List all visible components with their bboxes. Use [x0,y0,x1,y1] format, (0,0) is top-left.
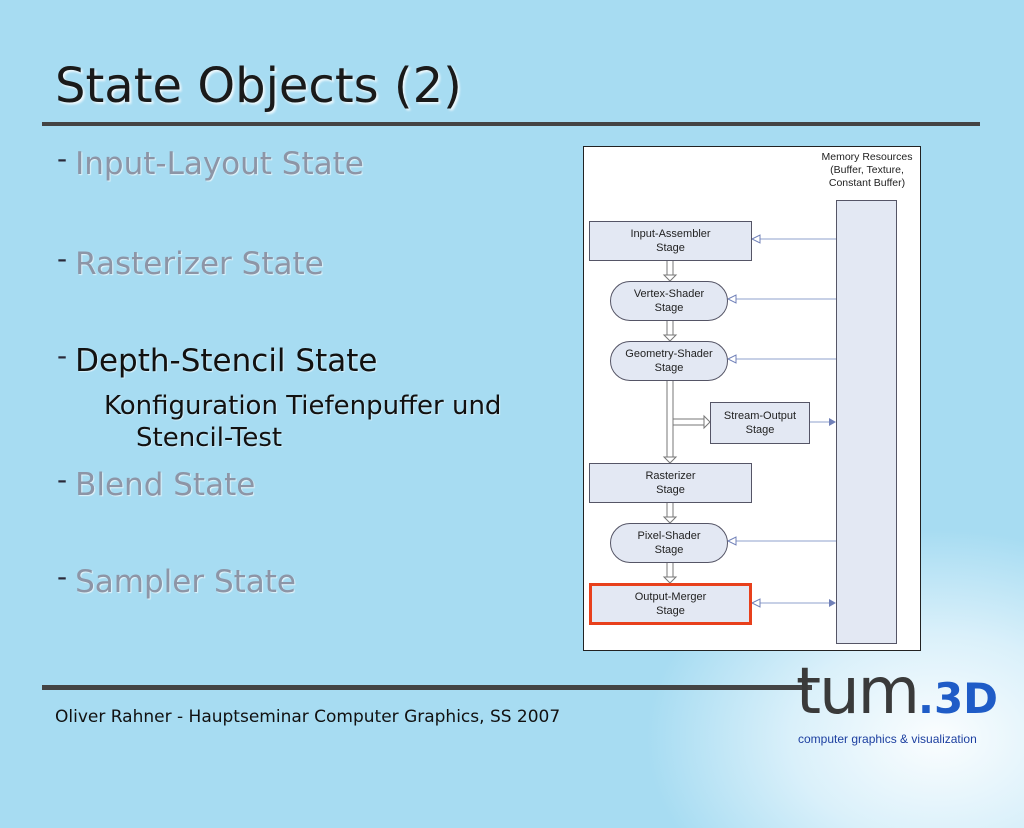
logo-3d: .3D [918,674,999,723]
logo-wordmark: tum.3D [796,660,998,731]
memory-label-line3: Constant Buffer) [828,177,906,189]
stage-suffix: Stage [745,424,775,436]
stage-suffix: Stage [656,605,685,617]
pixel-shader-stage: Pixel-Shader Stage [610,523,728,563]
stage-name: Geometry-Shader [625,348,713,360]
memory-resources-column [836,200,897,644]
rasterizer-stage: Rasterizer Stage [589,463,752,503]
title-divider [42,122,980,126]
stage-suffix: Stage [654,544,684,556]
geometry-shader-stage: Geometry-Shader Stage [610,341,728,381]
bullet-marker: - [57,560,68,593]
bullet-marker: - [57,463,68,496]
bullet-marker: - [57,242,68,275]
slide-title: State Objects (2) [55,58,462,114]
stage-suffix: Stage [654,302,684,314]
bullet-marker: - [57,339,68,372]
bullet-blend: -Blend State [57,463,256,503]
footer-divider [42,685,812,690]
pipeline-diagram: Memory Resources (Buffer, Texture, Const… [583,146,921,651]
stage-suffix: Stage [654,362,684,374]
stage-name: Vertex-Shader [633,288,705,300]
stage-name: Stream-Output [723,410,797,422]
depth-stencil-description: Konfiguration Tiefenpuffer und Stencil-T… [104,391,502,453]
input-assembler-stage: Input-Assembler Stage [589,221,752,261]
stage-name: Rasterizer [645,470,696,482]
bullet-label: Sampler State [75,564,296,600]
stage-name: Input-Assembler [630,228,711,240]
tum3d-logo: tum.3D computer graphics & visualization [796,660,998,750]
vertex-shader-stage: Vertex-Shader Stage [610,281,728,321]
bullet-label: Rasterizer State [75,246,324,282]
pipeline-arrows [662,234,836,608]
bullet-rasterizer: -Rasterizer State [57,242,324,282]
bullet-input-layout: -Input-Layout State [57,142,364,182]
stage-name: Output-Merger [634,591,707,603]
memory-label-line2: (Buffer, Texture, [830,164,904,176]
bullet-label: Blend State [75,467,256,503]
bullet-marker: - [57,142,68,175]
bullet-label: Depth-Stencil State [75,343,378,379]
logo-tagline: computer graphics & visualization [798,732,977,746]
stream-output-stage: Stream-Output Stage [710,402,810,444]
footer-text: Oliver Rahner - Hauptseminar Computer Gr… [55,707,561,727]
stage-name: Pixel-Shader [637,530,701,542]
memory-label-line1: Memory Resources [821,151,913,163]
stage-suffix: Stage [656,242,685,254]
memory-resources-label: Memory Resources (Buffer, Texture, Const… [812,151,922,190]
bullet-label: Input-Layout State [75,146,364,182]
stage-suffix: Stage [656,484,685,496]
bullet-sampler: -Sampler State [57,560,296,600]
logo-tum: tum [796,655,920,729]
bullet-depth-stencil: -Depth-Stencil State [57,339,378,379]
output-merger-stage: Output-Merger Stage [589,583,752,625]
